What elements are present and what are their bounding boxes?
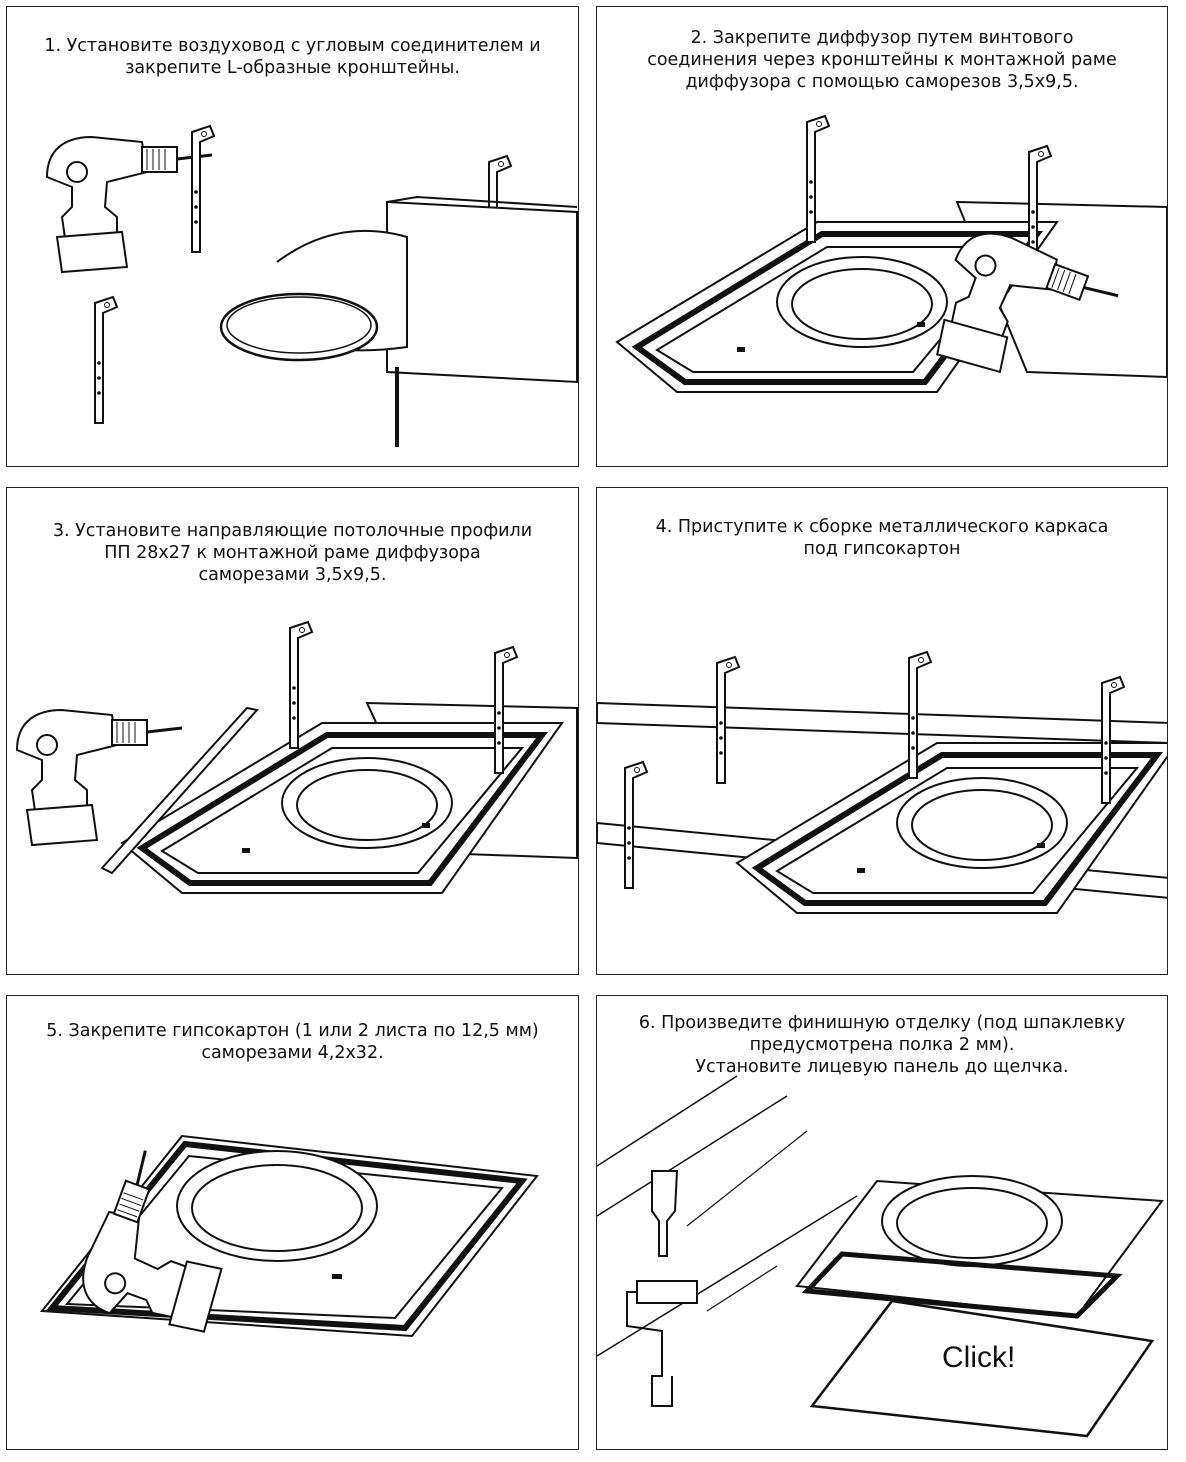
spatula-icon: [651, 1170, 679, 1257]
step-1-panel: 1. Установите воздуховод с угловым соеди…: [6, 6, 579, 467]
step-4-panel: 4. Приступите к сборке металлического ка…: [596, 487, 1168, 975]
metal-profile-top: [597, 701, 1167, 744]
roller-icon: [636, 1280, 698, 1304]
step-3-illustration: [15, 621, 578, 975]
step-6-illustration: [597, 1075, 1164, 1438]
round-duct-opening: [219, 292, 379, 362]
step-2-illustration: [597, 115, 1167, 408]
bracket-icon: [624, 761, 648, 889]
step-2-caption: 2. Закрепите диффузор путем винтового со…: [647, 28, 1117, 92]
step-5-illustration: [40, 1134, 539, 1348]
face-panel: [809, 1299, 1155, 1438]
step-6-caption: 6. Произведите финишную отделку (под шпа…: [638, 1013, 1126, 1077]
step-3-panel: 3. Установите направляющие потолочные пр…: [6, 487, 579, 975]
step-5-panel: 5. Закрепите гипсокартон (1 или 2 листа …: [6, 995, 579, 1450]
step-1-illustration: [45, 125, 578, 447]
duct-box: [386, 200, 578, 384]
step-5-caption: 5. Закрепите гипсокартон (1 или 2 листа …: [46, 1021, 539, 1063]
step-4-caption: 4. Приступите к сборке металлического ка…: [655, 517, 1109, 559]
step-3-caption: 3. Установите направляющие потолочные пр…: [52, 521, 533, 585]
step-6-panel: 6. Произведите финишную отделку (под шпа…: [596, 995, 1168, 1450]
l-bracket-icon: [191, 125, 215, 253]
step-4-illustration: [597, 651, 1167, 975]
bracket-icon: [289, 621, 313, 749]
step-2-panel: 2. Закрепите диффузор путем винтового со…: [596, 6, 1168, 467]
drill-icon: [45, 135, 214, 274]
step-1-caption: 1. Установите воздуховод с угловым соеди…: [44, 36, 541, 78]
l-bracket-icon: [94, 296, 118, 424]
ceiling-profile: [100, 706, 259, 875]
click-label: Click!: [942, 1341, 1016, 1374]
diffuser-opening: [881, 1175, 1063, 1267]
diffuser-opening: [176, 1150, 378, 1262]
